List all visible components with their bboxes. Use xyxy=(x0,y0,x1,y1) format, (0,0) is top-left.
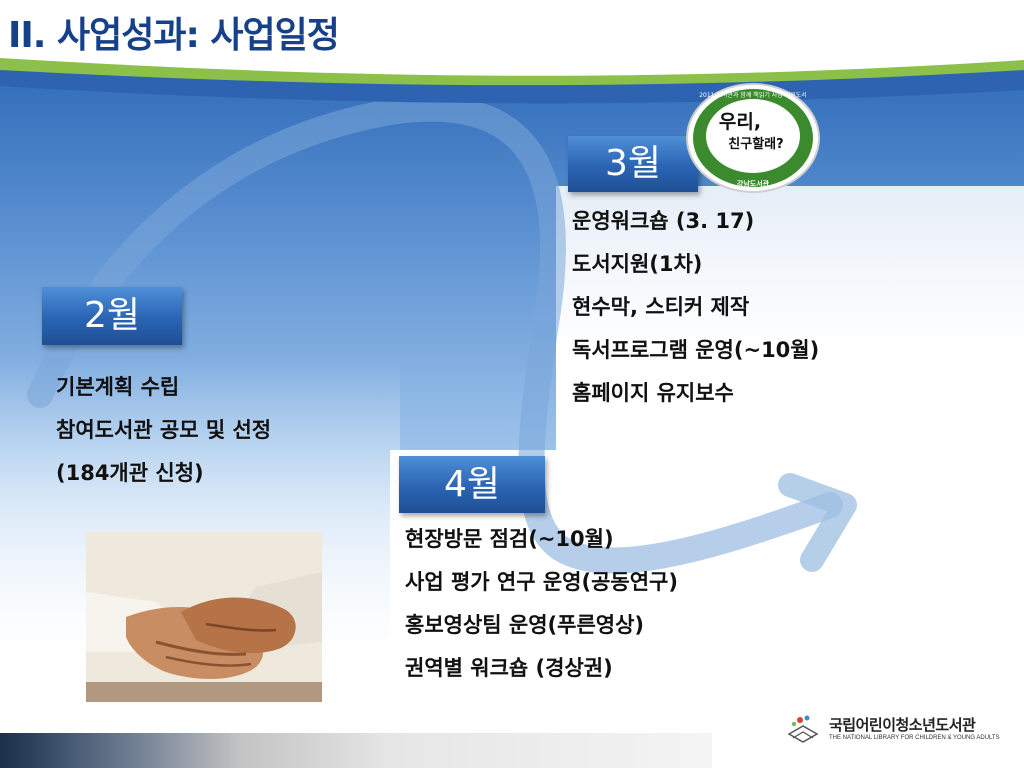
list-item: 권역별 워크숍 (경상권) xyxy=(405,656,613,680)
library-logo-name: 국립어린이청소년도서관 xyxy=(829,716,976,734)
month-box-mar: 3월 xyxy=(568,136,698,192)
handshake-icon xyxy=(86,532,322,702)
list-item: 현수막, 스티커 제작 xyxy=(572,295,750,319)
header: II. 사업성과: 사업일정 xyxy=(0,0,1024,104)
handshake-photo xyxy=(86,532,322,702)
month-list-apr: 현장방문 점검(~10월) 사업 평가 연구 운영(공동연구) 홍보영상팀 운영… xyxy=(405,524,678,696)
month-box-feb: 2월 xyxy=(42,287,182,345)
badge-title-line1: 우리, xyxy=(719,111,761,133)
list-item: 현장방문 점검(~10월) xyxy=(405,527,614,551)
list-item: 도서지원(1차) xyxy=(572,252,703,276)
badge-title-line2: 친구할래? xyxy=(728,136,783,152)
badge-bottom-text: 강남도서관 xyxy=(737,179,770,188)
month-box-apr: 4월 xyxy=(399,456,545,513)
footer-bar-accent xyxy=(0,733,240,768)
list-item: (184개관 신청) xyxy=(56,461,204,485)
library-logo: 국립어린이청소년도서관 THE NATIONAL LIBRARY FOR CHI… xyxy=(785,712,1000,748)
list-item: 사업 평가 연구 운영(공동연구) xyxy=(405,570,678,594)
list-item: 홈페이지 유지보수 xyxy=(572,381,734,405)
list-item: 참여도서관 공모 및 선정 xyxy=(56,418,272,442)
badge-ring-text: 2011 도서관과 함께 책읽기 사업 지원도서 xyxy=(699,91,807,99)
page-title: II. 사업성과: 사업일정 xyxy=(8,15,340,56)
list-item: 홍보영상팀 운영(푸른영상) xyxy=(405,613,645,637)
badge-seal-icon: 2011 도서관과 함께 책읽기 사업 지원도서 우리, 친구할래? 강남도서관 xyxy=(686,83,820,193)
library-logo-icon xyxy=(787,715,819,743)
list-item: 독서프로그램 운영(~10월) xyxy=(572,338,820,362)
list-item: 운영워크숍 (3. 17) xyxy=(572,209,755,233)
month-list-feb: 기본계획 수립 참여도서관 공모 및 선정 (184개관 신청) xyxy=(56,372,271,501)
campaign-badge: 2011 도서관과 함께 책읽기 사업 지원도서 우리, 친구할래? 강남도서관 xyxy=(684,82,822,194)
list-item: 기본계획 수립 xyxy=(56,375,180,399)
library-logo-subtitle: THE NATIONAL LIBRARY FOR CHILDREN & YOUN… xyxy=(829,735,1000,741)
month-list-mar: 운영워크숍 (3. 17) 도서지원(1차) 현수막, 스티커 제작 독서프로그… xyxy=(572,206,819,421)
